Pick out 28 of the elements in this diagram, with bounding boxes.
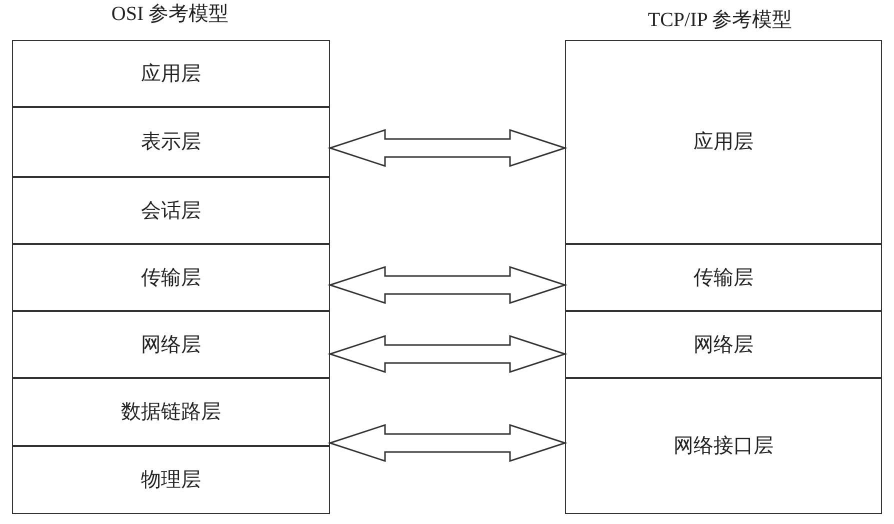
layer-box <box>12 107 330 177</box>
double-arrow <box>328 334 568 374</box>
layer-box <box>12 311 330 378</box>
layer-name: 应用层 <box>694 130 754 155</box>
double-arrow <box>328 128 568 168</box>
layer-name: 传输层 <box>141 266 201 290</box>
layer-name: 会话层 <box>141 198 201 224</box>
layer-name: 表示层 <box>141 130 201 155</box>
layer-name: 网络接口层 <box>674 434 774 459</box>
layer-box <box>565 244 882 311</box>
double-arrow <box>328 266 568 304</box>
layer-box <box>565 311 882 378</box>
layer-box <box>12 40 330 107</box>
model-heading: OSI 参考模型 <box>110 2 230 27</box>
layer-name: 物理层 <box>141 468 201 493</box>
layer-box <box>12 244 330 311</box>
double-arrow <box>328 424 568 462</box>
layer-box <box>565 378 882 514</box>
model-heading: TCP/IP 参考模型 <box>646 8 794 33</box>
layer-box <box>565 40 882 244</box>
layer-box <box>12 177 330 244</box>
layer-name: 网络层 <box>141 332 201 358</box>
layer-name: 数据链路层 <box>121 400 221 425</box>
layer-box <box>12 378 330 446</box>
layer-box <box>12 446 330 514</box>
layer-name: 网络层 <box>694 332 754 358</box>
layer-name: 传输层 <box>694 266 754 290</box>
layer-name: 应用层 <box>141 62 201 86</box>
